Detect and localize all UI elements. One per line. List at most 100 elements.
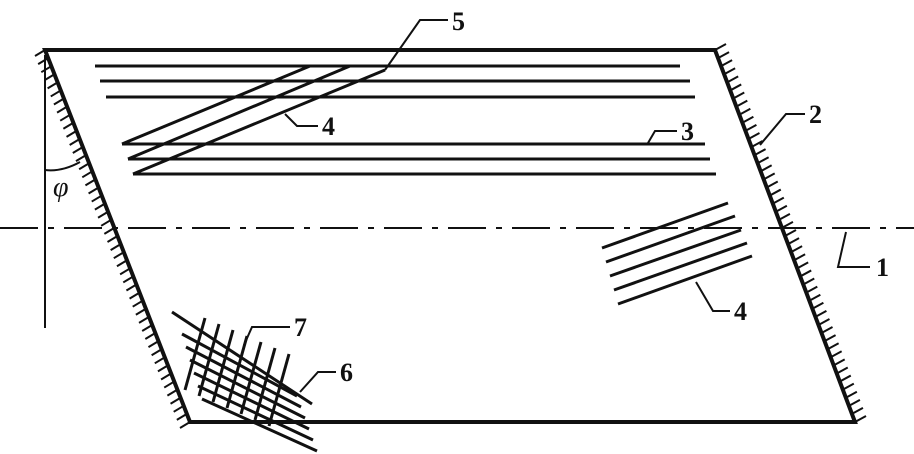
grid-line-b — [267, 353, 291, 427]
hatch-tick — [88, 186, 100, 195]
grid-line-a — [185, 345, 302, 409]
hatch-tick — [91, 194, 103, 203]
hatch-tick — [50, 89, 62, 98]
hatch-tick — [726, 75, 739, 84]
hatch-tick — [66, 130, 78, 138]
hatch-tick — [122, 275, 134, 284]
hatch-tick — [842, 382, 855, 391]
label-7: 7 — [294, 313, 307, 342]
horizontal-lines-upper — [95, 64, 716, 176]
label-4-lower: 4 — [734, 297, 747, 326]
diagonal-line — [613, 241, 748, 292]
hatch-tick — [775, 204, 788, 213]
hatch-tick — [119, 267, 131, 276]
leader-lines — [243, 19, 870, 393]
grid-line-a — [193, 371, 310, 431]
diagonal-line — [601, 201, 729, 250]
left-wall-hatching — [34, 49, 191, 429]
hatch-tick — [784, 229, 797, 237]
hatch-tick — [845, 390, 858, 399]
hatch-tick — [157, 364, 169, 373]
hatch-tick — [147, 340, 159, 348]
hatch-tick — [799, 269, 812, 278]
hatch-tick — [814, 309, 827, 318]
hatch-tick — [836, 366, 849, 375]
diagonal-line — [609, 228, 742, 278]
grid-line-b — [183, 317, 207, 391]
hatch-tick — [747, 132, 760, 140]
hatch-tick — [78, 162, 90, 171]
hatch-tick — [69, 138, 81, 146]
grid-line-b — [197, 323, 221, 397]
hatch-tick — [839, 374, 852, 383]
hatch-tick — [787, 237, 800, 245]
diagonal-line — [121, 64, 311, 146]
hatch-tick — [830, 350, 843, 359]
hatch-tick — [781, 221, 794, 229]
leader-6 — [299, 371, 336, 393]
hatch-tick — [821, 326, 834, 334]
hatch-tick — [132, 299, 144, 308]
grid-line-b — [211, 329, 235, 403]
hatch-tick — [144, 332, 156, 340]
hatch-tick — [59, 113, 71, 122]
hatch-tick — [738, 107, 751, 116]
hatch-tick — [763, 172, 776, 181]
hatch-tick — [827, 342, 840, 351]
hatch-tick — [125, 283, 137, 292]
leader-4-lower — [695, 281, 730, 312]
hatch-tick — [796, 261, 809, 270]
hatch-tick — [94, 202, 106, 211]
hatch-tick — [43, 73, 55, 82]
hatch-tick — [97, 210, 109, 219]
grid-line-b — [253, 347, 277, 421]
hatch-tick — [141, 324, 153, 332]
hatch-tick — [778, 212, 791, 221]
hatch-tick — [760, 164, 773, 173]
diagonal-lines-upper — [121, 64, 386, 176]
label-1: 1 — [876, 253, 889, 282]
hatch-tick — [769, 188, 782, 197]
leader-2 — [759, 113, 805, 146]
hatch-tick — [135, 307, 147, 316]
diagonal-line — [132, 68, 386, 176]
label-2: 2 — [809, 100, 822, 129]
hatch-tick — [84, 178, 96, 187]
hatch-tick — [160, 372, 172, 381]
hatch-tick — [817, 318, 830, 326]
label-5: 5 — [452, 7, 465, 36]
hatch-tick — [833, 358, 846, 367]
grid-line-b — [239, 341, 263, 415]
leader-1 — [836, 231, 870, 268]
hatch-tick — [824, 334, 837, 343]
hatch-tick — [811, 301, 824, 310]
leader-3 — [647, 130, 677, 144]
label-6: 6 — [340, 358, 353, 387]
hatch-tick — [113, 251, 125, 260]
hatch-tick — [805, 285, 818, 294]
hatch-tick — [802, 277, 815, 286]
hatch-tick — [75, 154, 87, 162]
hatch-tick — [735, 99, 748, 108]
hatch-tick — [37, 57, 49, 65]
right-wall-hatching — [714, 43, 867, 423]
hatch-tick — [166, 388, 178, 397]
hatch-tick — [151, 348, 163, 357]
hatch-tick — [723, 67, 736, 76]
hatch-tick — [848, 398, 861, 407]
hatch-tick — [62, 121, 74, 130]
label-3: 3 — [681, 117, 694, 146]
hatch-tick — [103, 227, 115, 235]
diagonal-line — [127, 64, 351, 161]
hatch-tick — [854, 415, 867, 423]
hatch-tick — [34, 49, 46, 57]
hatch-tick — [106, 235, 119, 243]
hatch-tick — [808, 293, 821, 302]
hatch-tick — [772, 196, 785, 205]
hatch-tick — [744, 123, 757, 132]
hatch-tick — [732, 91, 745, 100]
hatch-tick — [173, 404, 185, 413]
hatch-tick — [741, 115, 754, 124]
